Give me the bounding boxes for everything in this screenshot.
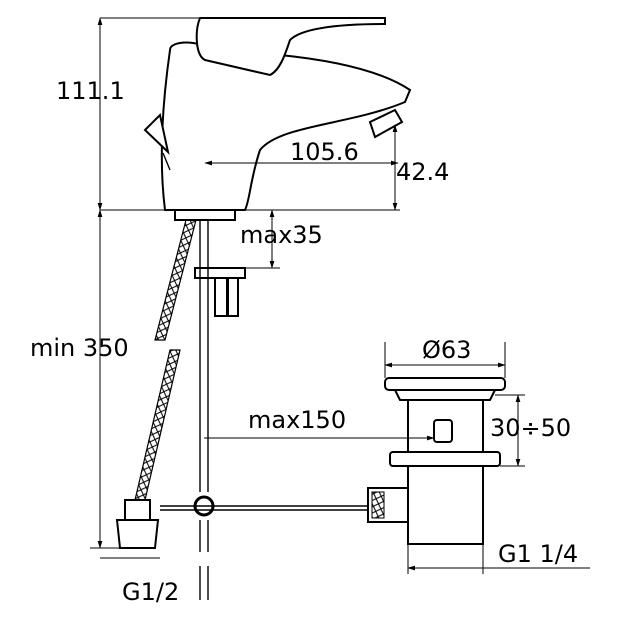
dim-drain-cap-diameter: Ø63: [422, 336, 471, 364]
braided-hose: [115, 219, 197, 549]
drain-assembly: [367, 377, 506, 545]
faucet: [143, 17, 412, 221]
dim-hose-thread: G1/2: [122, 578, 179, 606]
dim-hose-length: min 350: [30, 334, 129, 362]
lift-rod: [160, 220, 370, 600]
mounting-assembly: [194, 267, 246, 317]
dim-height-tap: 111.1: [56, 77, 125, 105]
dim-deck-thickness: max35: [240, 221, 323, 249]
dim-rod-length: max150: [248, 406, 346, 434]
dim-spout-height: 42.4: [396, 158, 449, 186]
dimension-lines: [90, 17, 590, 574]
dim-drain-adjust-range: 30÷50: [490, 414, 571, 442]
dim-drain-thread: G1 1/4: [498, 540, 578, 568]
dim-spout-reach: 105.6: [290, 138, 359, 166]
